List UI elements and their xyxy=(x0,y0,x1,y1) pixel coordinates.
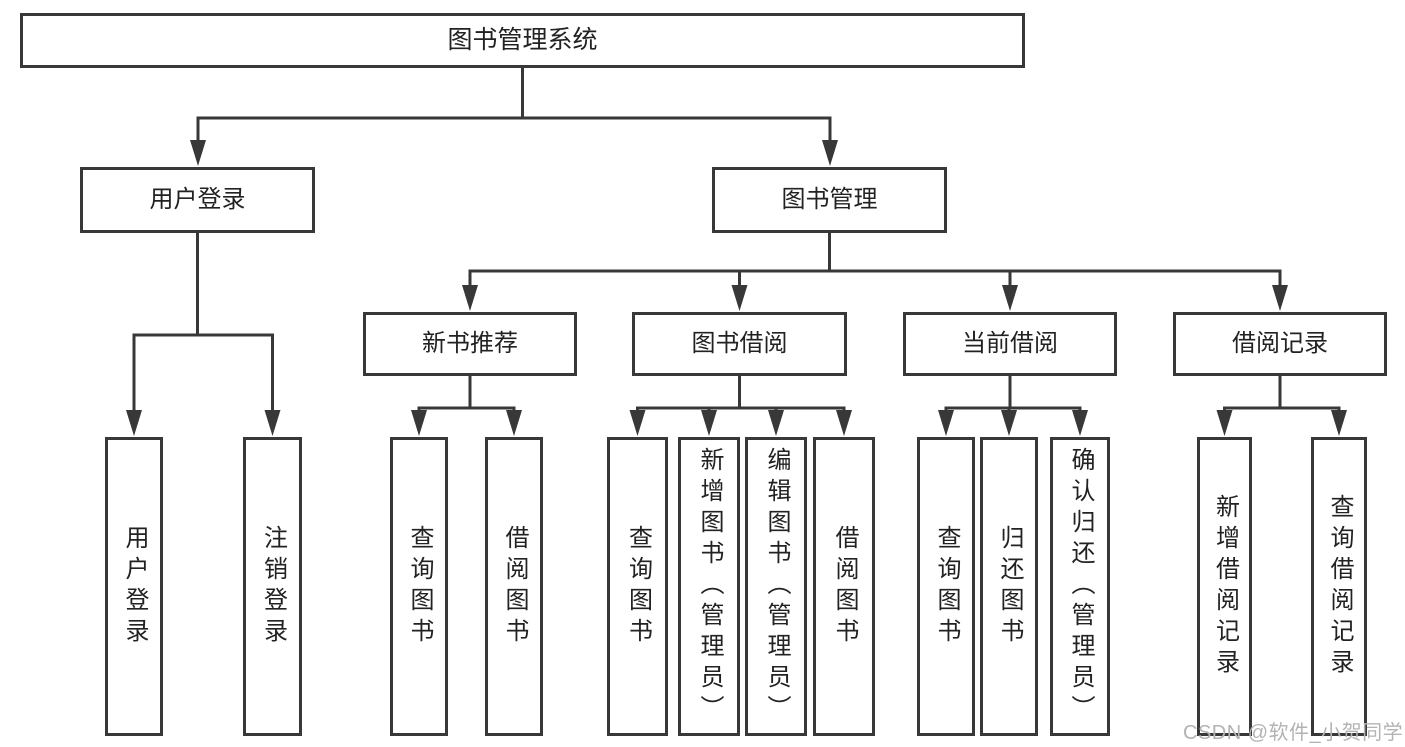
leaf-user-login-label: 用户登录 xyxy=(121,524,148,649)
leaf-recommend-borrow-book-label: 借阅图书 xyxy=(501,524,528,649)
leaf-logout: 注销登录 xyxy=(243,437,302,736)
node-new-book-recommend: 新书推荐 xyxy=(363,312,577,376)
leaf-borrowing-query-book: 查询图书 xyxy=(607,437,668,736)
leaf-borrowing-borrow-book-label: 借阅图书 xyxy=(831,524,858,649)
node-borrow-records: 借阅记录 xyxy=(1173,312,1387,376)
node-book-management-label: 图书管理 xyxy=(781,186,878,213)
leaf-logout-label: 注销登录 xyxy=(259,524,287,649)
node-root-label: 图书管理系统 xyxy=(447,26,598,54)
node-current-borrowing: 当前借阅 xyxy=(903,312,1117,376)
node-new-book-recommend-label: 新书推荐 xyxy=(422,330,518,357)
node-book-borrowing: 图书借阅 xyxy=(632,312,847,376)
node-borrow-records-label: 借阅记录 xyxy=(1232,330,1328,357)
node-book-management: 图书管理 xyxy=(712,167,947,233)
leaf-add-book-admin-label: 新增图书（管理员） xyxy=(696,447,723,726)
leaf-return-book: 归还图书 xyxy=(980,437,1038,736)
leaf-add-borrow-record-label: 新增借阅记录 xyxy=(1211,493,1239,680)
leaf-recommend-query-book-label: 查询图书 xyxy=(406,524,433,649)
leaf-borrowing-query-book-label: 查询图书 xyxy=(624,524,652,649)
leaf-add-borrow-record: 新增借阅记录 xyxy=(1197,437,1252,736)
node-current-borrowing-label: 当前借阅 xyxy=(962,330,1058,357)
leaf-return-book-label: 归还图书 xyxy=(996,524,1023,649)
leaf-edit-book-admin-label: 编辑图书（管理员） xyxy=(763,447,790,726)
leaf-current-query-book-label: 查询图书 xyxy=(933,524,960,649)
leaf-edit-book-admin: 编辑图书（管理员） xyxy=(745,437,807,736)
leaf-recommend-query-book: 查询图书 xyxy=(390,437,448,736)
leaf-borrowing-borrow-book: 借阅图书 xyxy=(813,437,875,736)
leaf-user-login: 用户登录 xyxy=(105,437,163,736)
leaf-query-borrow-record: 查询借阅记录 xyxy=(1311,437,1367,736)
node-book-borrowing-label: 图书借阅 xyxy=(691,330,788,357)
node-root: 图书管理系统 xyxy=(20,13,1025,68)
leaf-query-borrow-record-label: 查询借阅记录 xyxy=(1326,493,1353,680)
node-user-login-label: 用户登录 xyxy=(149,186,246,213)
leaf-confirm-return-admin-label: 确认归还（管理员） xyxy=(1067,447,1094,726)
leaf-recommend-borrow-book: 借阅图书 xyxy=(485,437,543,736)
arrowheads xyxy=(126,140,1347,436)
leaf-current-query-book: 查询图书 xyxy=(917,437,975,736)
leaf-confirm-return-admin: 确认归还（管理员） xyxy=(1050,437,1110,736)
csdn-watermark: CSDN @软件_小贺同学 xyxy=(1183,722,1404,744)
node-user-login: 用户登录 xyxy=(80,167,315,233)
leaf-add-book-admin: 新增图书（管理员） xyxy=(678,437,740,736)
